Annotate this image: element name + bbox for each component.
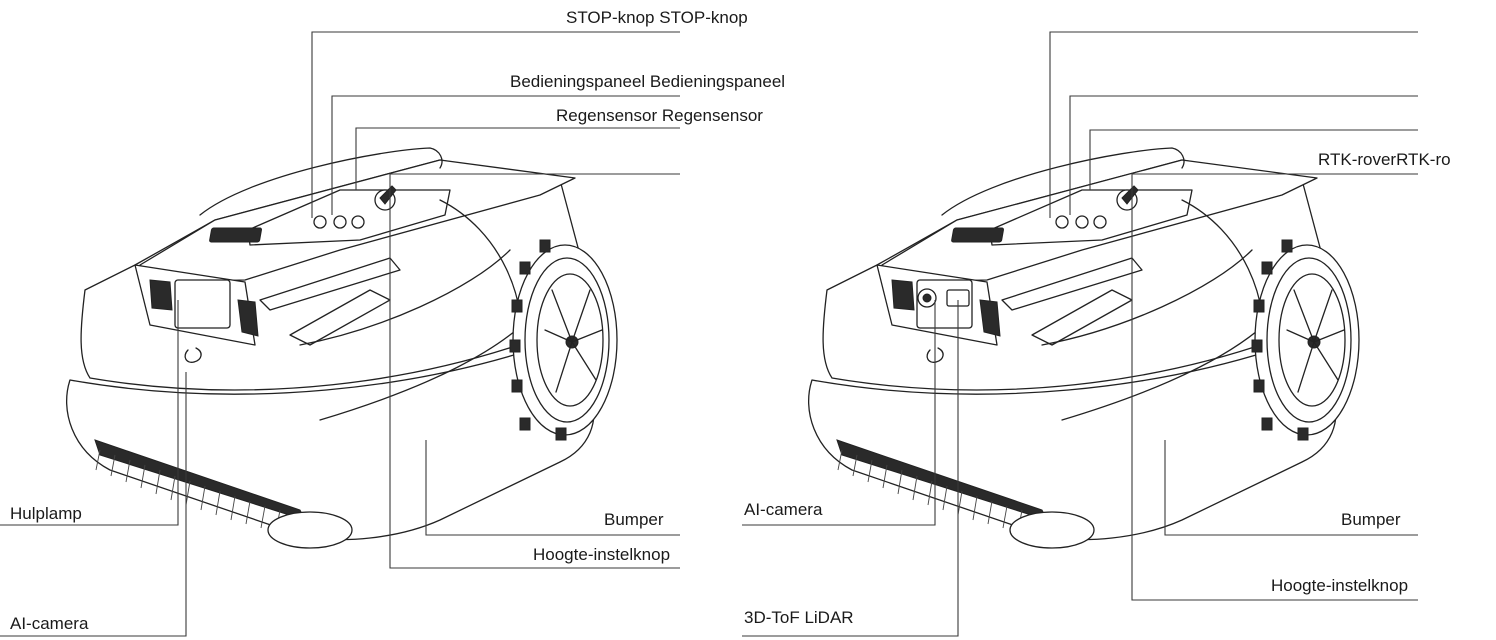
mower-drawing-left: [65, 147, 618, 549]
label-hoogte-instelknop-left: Hoogte-instelknop: [533, 545, 671, 564]
label-ai-camera-left: AI-camera: [10, 614, 89, 633]
leader-camera-right: [742, 300, 936, 526]
leader-lidar-right: [742, 300, 959, 637]
label-hulplamp-left: Hulplamp: [10, 504, 82, 523]
leader-height-right: [1131, 173, 1418, 601]
label-rtk-rover-right: RTK-roverRTK-ro: [1318, 150, 1451, 169]
label-3d-tof-lidar-right: 3D-ToF LiDAR: [744, 608, 854, 627]
label-bumper-left: Bumper: [604, 510, 664, 529]
leader-camera-left: [0, 372, 187, 637]
leader-rain-left: [355, 127, 680, 190]
label-stop-knop-left: STOP-knop STOP-knop: [566, 8, 748, 27]
label-regensensor-left: Regensensor Regensensor: [556, 106, 763, 125]
leader-panel-left: [331, 95, 680, 215]
label-hoogte-instelknop-right: Hoogte-instelknop: [1271, 576, 1409, 595]
leader-height-left: [389, 173, 680, 569]
mower-drawing-right: [807, 147, 1360, 549]
leader-bumper-right: [1164, 440, 1418, 536]
leader-lamp-left: [0, 300, 179, 526]
label-bedieningspaneel-left: Bedieningspaneel Bedieningspaneel: [510, 72, 786, 91]
leader-stop-left: [311, 31, 680, 218]
leader-panel-right: [1069, 95, 1418, 215]
leader-stop-right: [1049, 31, 1418, 218]
label-ai-camera-right: AI-camera: [744, 500, 823, 519]
label-bumper-right: Bumper: [1341, 510, 1401, 529]
leader-rtk-right: [1089, 129, 1418, 190]
leader-bumper-left: [425, 440, 680, 536]
